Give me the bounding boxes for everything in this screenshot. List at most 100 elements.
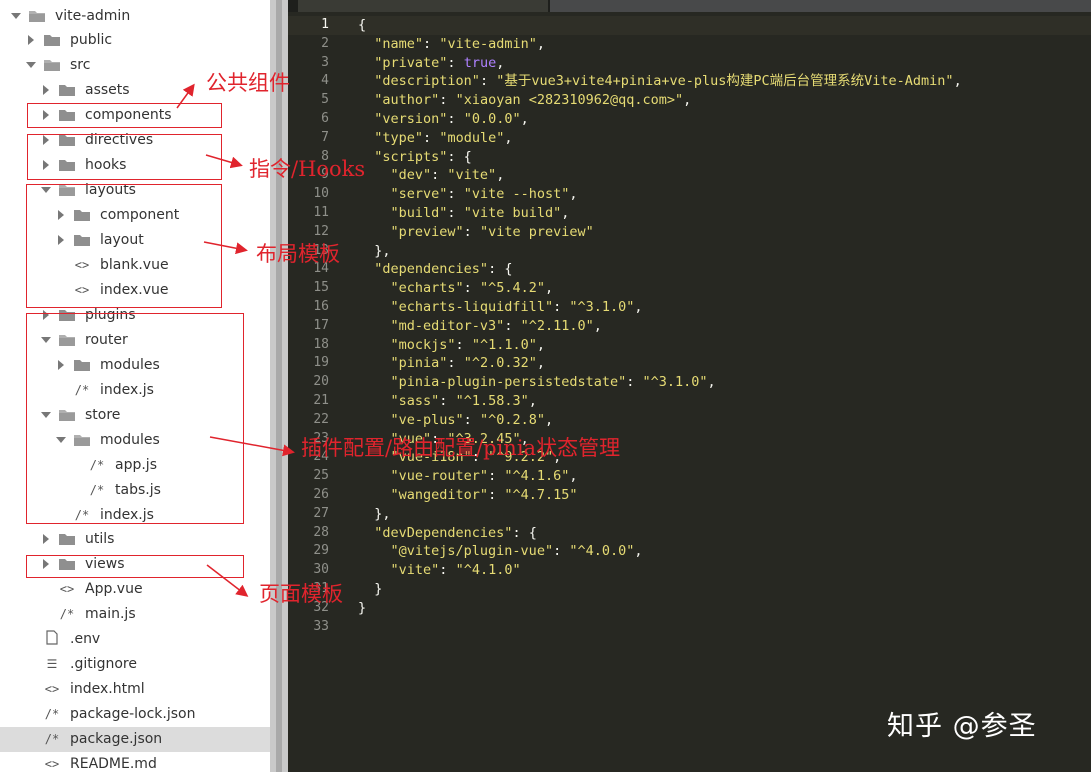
- tree-folder[interactable]: components: [0, 103, 270, 128]
- code-line[interactable]: "vite": "^4.1.0": [390, 562, 521, 579]
- code-line[interactable]: "preview": "vite preview": [390, 223, 594, 240]
- tree-folder[interactable]: layout: [0, 228, 270, 253]
- folder-open-icon: [58, 408, 76, 422]
- code-line[interactable]: {: [358, 17, 367, 33]
- code-line[interactable]: "md-editor-v3": "^2.11.0",: [390, 317, 602, 334]
- code-line[interactable]: "ve-plus": "^0.2.8",: [390, 411, 554, 428]
- code-line[interactable]: "vue-i18n": "^9.2.2",: [390, 449, 562, 466]
- code-line[interactable]: "author": "xiaoyan <282310962@qq.com>",: [374, 92, 692, 109]
- folder-icon: [58, 308, 76, 322]
- code-line[interactable]: [358, 618, 962, 637]
- tree-file[interactable]: ☰.gitignore: [0, 652, 270, 677]
- annotation-directives-hooks: 指令/Hooks: [249, 157, 366, 181]
- chevron-right-icon[interactable]: [40, 109, 52, 121]
- chevron-right-icon[interactable]: [40, 84, 52, 96]
- code-line[interactable]: "version": "0.0.0",: [374, 110, 529, 127]
- code-content[interactable]: { "name": "vite-admin", "private": true,…: [358, 16, 962, 636]
- chevron-down-icon[interactable]: [25, 59, 37, 71]
- chevron-right-icon[interactable]: [25, 34, 37, 46]
- annotation-views: 页面模板: [259, 582, 343, 606]
- code-line[interactable]: "mockjs": "^1.1.0",: [390, 336, 545, 353]
- chevron-down-icon[interactable]: [40, 334, 52, 346]
- tree-file[interactable]: .env: [0, 627, 270, 652]
- code-line[interactable]: "sass": "^1.58.3",: [390, 392, 537, 409]
- chevron-right-icon[interactable]: [40, 533, 52, 545]
- folder-open-icon: [73, 433, 91, 447]
- tree-file[interactable]: /*app.js: [0, 452, 270, 477]
- tree-file[interactable]: <>index.html: [0, 677, 270, 702]
- chevron-right-icon[interactable]: [40, 558, 52, 570]
- tree-folder[interactable]: src: [0, 53, 270, 78]
- tree-file[interactable]: <>blank.vue: [0, 253, 270, 278]
- code-line[interactable]: "dev": "vite",: [390, 167, 505, 184]
- chevron-right-icon[interactable]: [55, 209, 67, 221]
- code-line[interactable]: "pinia": "^2.0.32",: [390, 355, 545, 372]
- code-line[interactable]: "pinia-plugin-persistedstate": "^3.1.0",: [390, 374, 716, 391]
- tree-folder[interactable]: public: [0, 28, 270, 53]
- code-line[interactable]: "echarts-liquidfill": "^3.1.0",: [390, 298, 643, 315]
- chevron-down-icon[interactable]: [10, 10, 22, 22]
- tree-file[interactable]: /*index.js: [0, 377, 270, 402]
- code-line[interactable]: "name": "vite-admin",: [374, 35, 545, 52]
- tree-file[interactable]: /*index.js: [0, 502, 270, 527]
- line-number: 25: [313, 468, 329, 484]
- tree-folder[interactable]: component: [0, 203, 270, 228]
- chevron-right-icon[interactable]: [40, 309, 52, 321]
- code-line[interactable]: "description": "基于vue3+vite4+pinia+ve-pl…: [374, 73, 962, 90]
- annotation-plugins-router-store: 插件配置/路由配置/pinia状态管理: [301, 436, 621, 460]
- explorer-scrollbar[interactable]: [270, 0, 288, 772]
- tree-folder[interactable]: assets: [0, 78, 270, 103]
- code-line[interactable]: "devDependencies": {: [374, 524, 537, 541]
- tree-item-label: assets: [85, 82, 130, 99]
- tree-folder[interactable]: store: [0, 402, 270, 427]
- chevron-down-icon[interactable]: [55, 434, 67, 446]
- tree-file[interactable]: /*package.json: [0, 726, 270, 752]
- tree-file[interactable]: <>index.vue: [0, 277, 270, 302]
- code-line[interactable]: "@vitejs/plugin-vue": "^4.0.0",: [390, 543, 643, 560]
- tree-folder[interactable]: directives: [0, 128, 270, 153]
- tree-folder[interactable]: views: [0, 552, 270, 577]
- tree-folder[interactable]: hooks: [0, 153, 270, 178]
- tree-file[interactable]: <>README.md: [0, 752, 270, 772]
- chevron-down-icon[interactable]: [40, 184, 52, 196]
- code-line[interactable]: },: [358, 505, 391, 522]
- script-file-icon: /*: [89, 457, 105, 472]
- chevron-right-icon[interactable]: [55, 234, 67, 246]
- line-number: 14: [313, 261, 329, 277]
- tree-folder[interactable]: modules: [0, 427, 270, 452]
- chevron-right-icon[interactable]: [40, 134, 52, 146]
- code-line[interactable]: "private": true,: [374, 54, 505, 71]
- tree-folder[interactable]: vite-admin: [0, 3, 270, 28]
- code-line[interactable]: "wangeditor": "^4.7.15": [390, 486, 578, 503]
- chevron-right-icon[interactable]: [55, 359, 67, 371]
- chevron-right-icon[interactable]: [40, 159, 52, 171]
- code-line[interactable]: "serve": "vite --host",: [390, 186, 578, 203]
- code-line[interactable]: },: [358, 242, 391, 259]
- tree-file[interactable]: /*package-lock.json: [0, 702, 270, 727]
- chevron-down-icon[interactable]: [40, 409, 52, 421]
- editor-tab-package-json[interactable]: [298, 0, 548, 12]
- tree-folder[interactable]: plugins: [0, 302, 270, 327]
- tree-item-label: router: [85, 331, 128, 348]
- tree-file[interactable]: /*main.js: [0, 602, 270, 627]
- tree-folder[interactable]: router: [0, 327, 270, 352]
- code-line[interactable]: "build": "vite build",: [390, 204, 570, 221]
- line-number: 8: [321, 148, 329, 164]
- tree-folder[interactable]: layouts: [0, 178, 270, 203]
- code-line[interactable]: "vue": "^3.2.45",: [390, 430, 529, 447]
- tree-file[interactable]: <>App.vue: [0, 577, 270, 602]
- tree-folder[interactable]: modules: [0, 352, 270, 377]
- scrollbar-track[interactable]: [276, 0, 282, 772]
- code-line[interactable]: "echarts": "^5.4.2",: [390, 280, 554, 297]
- code-line[interactable]: "scripts": {: [374, 148, 472, 165]
- tree-item-label: store: [85, 406, 121, 423]
- code-line[interactable]: "dependencies": {: [374, 261, 513, 278]
- code-line[interactable]: "type": "module",: [374, 129, 513, 146]
- tree-file[interactable]: /*tabs.js: [0, 477, 270, 502]
- code-line[interactable]: "vue-router": "^4.1.6",: [390, 468, 578, 485]
- code-line[interactable]: }: [358, 599, 367, 616]
- tree-folder[interactable]: utils: [0, 527, 270, 552]
- tree-item-label: index.vue: [100, 281, 169, 298]
- code-line[interactable]: }: [358, 580, 383, 597]
